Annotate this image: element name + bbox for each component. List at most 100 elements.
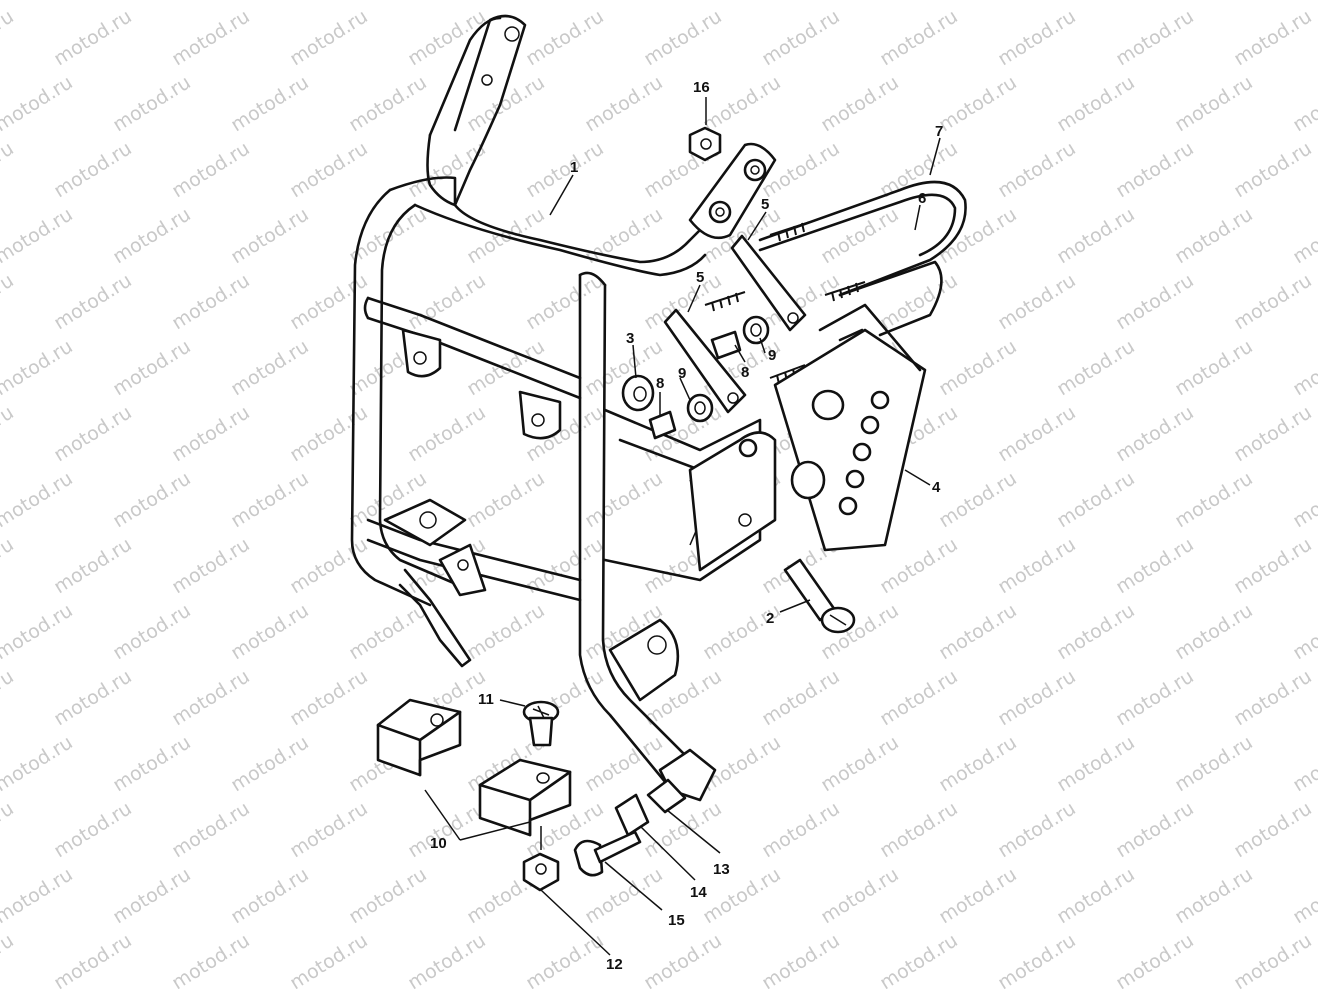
watermark-text: motod.ru xyxy=(0,269,18,334)
watermark-text: motod.ru xyxy=(581,731,667,796)
watermark-text: motod.ru xyxy=(1112,269,1198,334)
watermark-text: motod.ru xyxy=(168,929,254,989)
clamps-part-10 xyxy=(376,698,572,837)
callout-5b: 5 xyxy=(696,269,704,286)
watermark-text: motod.ru xyxy=(168,797,254,862)
watermark-text: motod.ru xyxy=(463,599,549,664)
watermark-text: motod.ru xyxy=(1112,137,1198,202)
watermark-text: motod.ru xyxy=(1289,335,1318,400)
watermark-text: motod.ru xyxy=(1289,203,1318,268)
nut-part-16 xyxy=(688,126,722,162)
watermark-text: motod.ru xyxy=(345,599,431,664)
watermark-text: motod.ru xyxy=(1053,71,1139,136)
watermark-text: motod.ru xyxy=(817,863,903,928)
watermark-text: motod.ru xyxy=(935,0,1021,4)
watermark-text: motod.ru xyxy=(168,401,254,466)
watermark-text: motod.ru xyxy=(522,137,608,202)
watermark-text: motod.ru xyxy=(758,929,844,989)
watermark-text: motod.ru xyxy=(109,599,195,664)
watermark-text: motod.ru xyxy=(227,71,313,136)
watermark-text: motod.ru xyxy=(1053,599,1139,664)
bracket-part-4 xyxy=(773,303,927,552)
watermark-text: motod.ru xyxy=(1289,71,1318,136)
watermark-text: motod.ru xyxy=(1171,71,1257,136)
watermark-text: motod.ru xyxy=(994,5,1080,70)
watermark-text: motod.ru xyxy=(227,335,313,400)
watermark-text: motod.ru xyxy=(1053,335,1139,400)
callout-10: 10 xyxy=(430,835,447,852)
watermark-text: motod.ru xyxy=(1171,467,1257,532)
spacers-parts-3-8-9 xyxy=(621,315,770,440)
watermark-text: motod.ru xyxy=(109,71,195,136)
watermark-text: motod.ru xyxy=(286,5,372,70)
watermark-text: motod.ru xyxy=(876,797,962,862)
callout-15: 15 xyxy=(668,912,685,929)
watermark-text: motod.ru xyxy=(345,71,431,136)
callout-8b: 8 xyxy=(741,364,749,381)
callout-13: 13 xyxy=(713,861,730,878)
watermark-text: motod.ru xyxy=(994,533,1080,598)
watermark-text: motod.ru xyxy=(581,467,667,532)
watermark-text: motod.ru xyxy=(404,137,490,202)
watermark-text: motod.ru xyxy=(1230,269,1316,334)
watermark-text: motod.ru xyxy=(286,797,372,862)
watermark-text: motod.ru xyxy=(1171,0,1257,4)
watermark-text: motod.ru xyxy=(0,929,18,989)
watermark-text: motod.ru xyxy=(50,5,136,70)
watermark-text: motod.ru xyxy=(758,5,844,70)
callout-3: 3 xyxy=(626,330,634,347)
watermark-text: motod.ru xyxy=(758,797,844,862)
watermark-text: motod.ru xyxy=(1053,863,1139,928)
watermark-text: motod.ru xyxy=(1171,335,1257,400)
bolt-part-11 xyxy=(522,700,560,747)
watermark-text: motod.ru xyxy=(817,203,903,268)
watermark-text: motod.ru xyxy=(168,5,254,70)
watermark-text: motod.ru xyxy=(994,137,1080,202)
watermark-text: motod.ru xyxy=(0,335,77,400)
watermark-text: motod.ru xyxy=(0,71,77,136)
watermark-text: motod.ru xyxy=(1112,401,1198,466)
watermark-text: motod.ru xyxy=(699,863,785,928)
watermark-text: motod.ru xyxy=(227,203,313,268)
watermark-text: motod.ru xyxy=(1289,731,1318,796)
watermark-text: motod.ru xyxy=(522,269,608,334)
watermark-text: motod.ru xyxy=(1053,467,1139,532)
watermark-text: motod.ru xyxy=(50,401,136,466)
watermark-text: motod.ru xyxy=(345,863,431,928)
bolt-part-2 xyxy=(783,558,856,634)
watermark-text: motod.ru xyxy=(227,599,313,664)
watermark-text: motod.ru xyxy=(1230,665,1316,730)
watermark-text: motod.ru xyxy=(50,665,136,730)
watermark-text: motod.ru xyxy=(1230,401,1316,466)
watermark-text: motod.ru xyxy=(168,137,254,202)
watermark-text: motod.ru xyxy=(50,929,136,989)
callout-11: 11 xyxy=(478,691,494,708)
watermark-text: motod.ru xyxy=(935,599,1021,664)
u-bolts-parts-6-7 xyxy=(704,180,967,385)
watermark-text: motod.ru xyxy=(1230,137,1316,202)
watermark-text: motod.ru xyxy=(699,731,785,796)
watermark-text: motod.ru xyxy=(463,0,549,4)
callout-2: 2 xyxy=(766,610,774,627)
watermark-text: motod.ru xyxy=(404,797,490,862)
watermark-text: motod.ru xyxy=(0,401,18,466)
watermark-text: motod.ru xyxy=(168,665,254,730)
watermark-text: motod.ru xyxy=(227,863,313,928)
watermark-text: motod.ru xyxy=(935,467,1021,532)
watermark-text: motod.ru xyxy=(876,533,962,598)
watermark-text: motod.ru xyxy=(50,797,136,862)
watermark-text: motod.ru xyxy=(1230,5,1316,70)
watermark-text: motod.ru xyxy=(581,0,667,4)
watermark-text: motod.ru xyxy=(286,269,372,334)
watermark-text: motod.ru xyxy=(994,665,1080,730)
watermark-text: motod.ru xyxy=(1112,797,1198,862)
watermark-text: motod.ru xyxy=(1289,0,1318,4)
watermark-text: motod.ru xyxy=(345,0,431,4)
watermark-text: motod.ru xyxy=(1289,863,1318,928)
callout-9b: 9 xyxy=(768,347,776,364)
watermark-text: motod.ru xyxy=(0,797,18,862)
callout-5a: 5 xyxy=(761,196,769,213)
watermark-text: motod.ru xyxy=(1230,533,1316,598)
watermark-text: motod.ru xyxy=(1171,599,1257,664)
